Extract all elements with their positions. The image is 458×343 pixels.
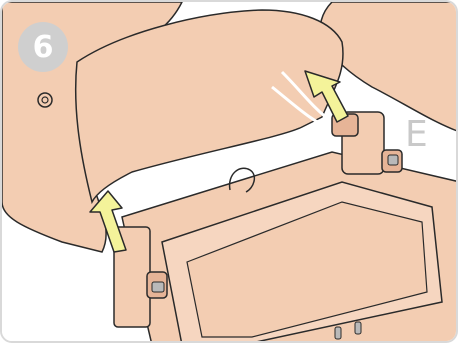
step-number-badge: 6 <box>18 22 68 72</box>
bolt <box>355 322 361 334</box>
step-number: 6 <box>33 30 54 65</box>
bolt <box>335 327 341 339</box>
part-label: E <box>405 114 428 155</box>
